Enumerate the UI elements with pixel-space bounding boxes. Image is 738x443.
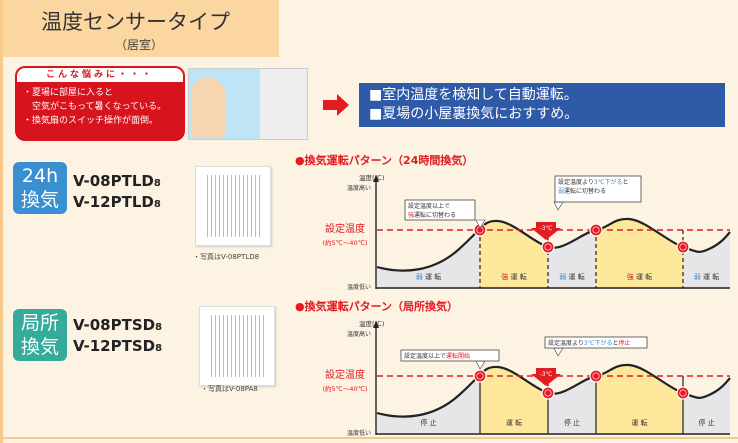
switch-point-ring [476,372,484,380]
callout-box [404,199,476,221]
chart-title: ●換気運転パターン（局所換気） [295,300,459,313]
drop-arrow-icon [531,222,561,240]
fan-product-image [195,166,271,246]
setpoint-label: 設定温度 [325,222,365,235]
segment-label: 強 運 転 [627,272,652,281]
setpoint-label: 設定温度 [325,368,365,381]
hot-person-illustration [191,78,225,138]
segment-label: 弱 運 転 [416,272,441,281]
segment-label: 運 転 [631,418,647,427]
drop-label: -3℃ [540,225,553,232]
switch-point-ring [544,243,552,251]
switch-point-ring [679,243,687,251]
segment-label: 弱 運 転 [694,272,719,281]
switch-point-marker [541,240,555,254]
callout-pointer [553,201,564,211]
solution-box: ■室内温度を検知して自動運転。 ■夏場の小屋裏換気におすすめ。 [359,83,725,127]
switch-point-ring [544,389,552,397]
switch-point-marker [676,386,690,400]
model-name: V-12PTLD8 [73,193,161,211]
model-name: V-12PTSD8 [73,337,163,355]
model-list: V-08PTSD8 V-12PTSD8 [73,316,162,358]
y-high-label: 温度高い [347,330,371,338]
segment-fill-weak [548,364,596,434]
callout-text: 設定温度以上で強運転に切替わる [408,202,456,219]
switch-point-marker [676,240,690,254]
setpoint-range: (約5℃～40℃) [322,238,367,247]
problem-heading: こんな悩みに・・・ [17,68,183,82]
callout-text: 設定温度より3℃下がると弱運転に切替わる [558,178,628,195]
problem-line: ・換気扇のスイッチ操作が面倒。 [23,116,159,126]
y-low-label: 温度低い [347,429,371,437]
segment-fill-strong [480,218,548,288]
solution-line: ■夏場の小屋裏換気におすすめ。 [369,106,579,122]
fan-product-image [199,306,275,386]
segment-fill-weak [683,218,730,288]
title-box [3,0,279,57]
model-name: V-08PTSD8 [73,316,163,334]
y-axis-arrow-icon [373,321,379,328]
segment-fill-weak [548,218,596,288]
model-name: V-08PTLD8 [73,172,161,190]
segment-fill-strong [596,364,683,434]
segment-label: 停 止 [698,418,714,427]
badge-line: 24h [21,165,59,187]
switch-point-marker [541,386,555,400]
segment-fill-weak [683,364,730,434]
switch-point-ring [679,389,687,397]
y-high-label: 温度高い [347,184,371,192]
y-axis-label: 温度(℃) [359,319,384,328]
segment-label: 運 転 [506,418,522,427]
callout-text: 設定温度以上で運転開始 [404,352,470,360]
page-title: 温度センサータイプ [41,10,230,34]
callout-pointer [475,360,486,370]
callout-pointer [475,219,486,229]
callout-box [554,175,642,203]
y-low-label: 温度低い [347,283,371,291]
y-axis-arrow-icon [373,175,379,182]
segment-label: 強 運 転 [501,272,526,281]
callout-text: 設定温度より3℃下がると停止 [548,339,630,347]
switch-point-marker [473,369,487,383]
segment-fill-strong [480,364,548,434]
segment-label: 停 止 [564,418,580,427]
callout-pointer [553,347,564,357]
divider [3,437,738,439]
switch-point-marker [589,223,603,237]
problem-line: ・夏場に部屋に入ると [23,88,114,98]
segment-label: 停 止 [420,418,436,427]
segment-label: 弱 運 転 [559,272,584,281]
setpoint-range: (約5℃～40℃) [322,384,367,393]
switch-point-ring [592,226,600,234]
drop-arrow-icon [531,368,561,386]
problem-line: 空気がこもって暑くなっている。 [23,102,167,112]
chart-title: ●換気運転パターン（24時間換気） [295,154,474,167]
callout-box [400,349,500,362]
photo-caption: ・写真はV-08PA8 [201,385,258,393]
callout-box [544,336,648,349]
photo-caption: ・写真はV-08PTLD8 [193,253,260,261]
badge-line: 換気 [20,189,59,211]
badge-line: 換気 [20,336,59,358]
solution-line: ■室内温度を検知して自動運転。 [369,87,578,103]
badge-line: 局所 [20,312,59,334]
segment-fill-strong [596,218,683,288]
switch-point-marker [589,369,603,383]
badge-24h-ventilation: 24h 換気 [13,162,67,214]
badge-local-ventilation: 局所 換気 [13,309,67,361]
y-axis-label: 温度(℃) [359,173,384,182]
model-list: V-08PTLD8 V-12PTLD8 [73,172,161,214]
page-subtitle: （居室） [115,38,164,52]
switch-point-ring [592,372,600,380]
problem-bubble: こんな悩みに・・・ ・夏場に部屋に入ると 空気がこもって暑くなっている。 ・換気… [15,66,185,141]
drop-label: -3℃ [540,371,553,378]
